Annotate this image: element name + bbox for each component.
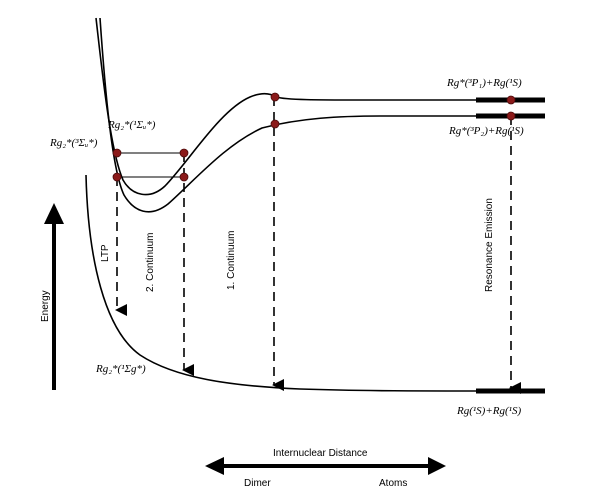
distance-axis-right-arrowhead bbox=[428, 457, 446, 475]
continuum-2-label: 2. Continuum bbox=[145, 233, 156, 292]
state-label-1sigma-g: Rg₂*(¹Σg*) bbox=[95, 363, 146, 375]
dimer-label: Dimer bbox=[244, 478, 271, 489]
distance-axis-label: Internuclear Distance bbox=[273, 448, 368, 459]
upper-excited-curve bbox=[95, 17, 545, 196]
marker-dot bbox=[270, 92, 280, 102]
resonance-label: Resonance Emission bbox=[484, 198, 495, 292]
lower-excited-curve bbox=[99, 17, 545, 213]
marker-dot bbox=[112, 172, 122, 182]
energy-axis-label: Energy bbox=[40, 290, 51, 322]
marker-dot bbox=[112, 148, 122, 158]
continuum-1-label: 1. Continuum bbox=[226, 231, 237, 290]
marker-dot bbox=[270, 119, 280, 129]
distance-axis-left-arrowhead bbox=[205, 457, 224, 475]
marker-dot bbox=[179, 172, 189, 182]
marker-dot bbox=[506, 95, 516, 105]
energy-axis-arrowhead bbox=[44, 203, 64, 224]
marker-dot bbox=[179, 148, 189, 158]
marker-dot bbox=[506, 111, 516, 121]
ltp-label: LTP bbox=[100, 244, 111, 262]
state-label-1sigma-u: Rg₂*(¹Σᵤ*) bbox=[107, 119, 156, 131]
state-label-3sigma-u: Rg₂*(³Σᵤ*) bbox=[49, 137, 98, 149]
asymptote-label-3p2: Rg*(³P₂)+Rg(¹S) bbox=[448, 125, 524, 137]
ground-state-curve bbox=[85, 174, 545, 392]
asymptote-label-ground: Rg(¹S)+Rg(¹S) bbox=[456, 405, 521, 417]
asymptote-label-3p1: Rg*(³P₁)+Rg(¹S) bbox=[446, 77, 522, 89]
atoms-label: Atoms bbox=[379, 478, 407, 489]
